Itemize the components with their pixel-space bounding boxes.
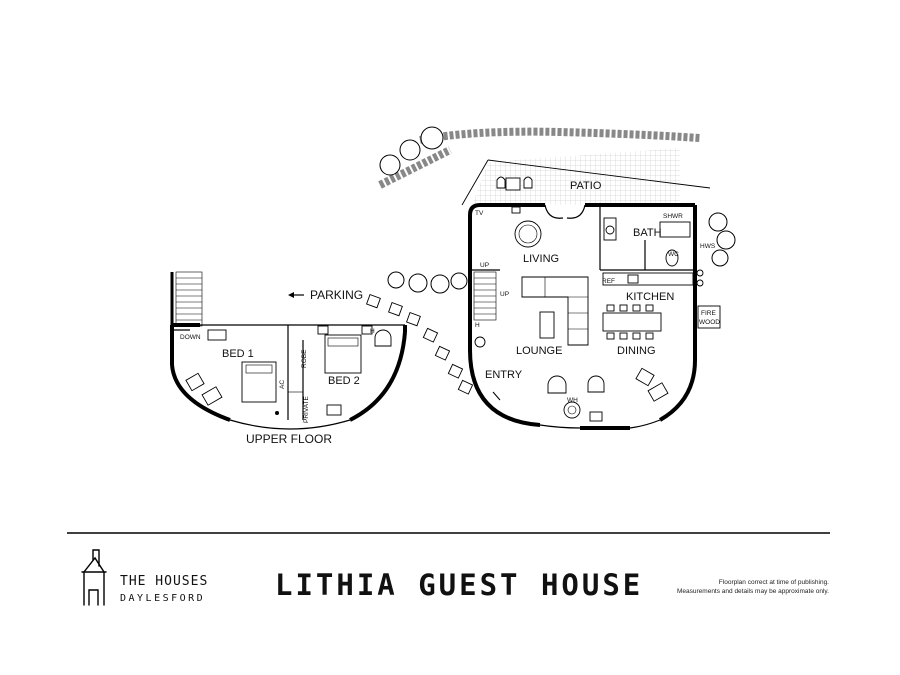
shwr-label: SHWR <box>663 213 683 220</box>
kitchen-fixtures <box>602 269 721 329</box>
tv-label: TV <box>475 210 484 217</box>
parking-label: PARKING <box>310 288 363 302</box>
brand-name: THE HOUSES <box>120 574 208 589</box>
h-label-upper: H <box>370 328 375 335</box>
lounge-label: LOUNGE <box>516 345 562 357</box>
dining-label: DINING <box>617 345 656 357</box>
living-furniture <box>473 206 617 348</box>
shrubs-top <box>379 126 736 267</box>
entry-furniture <box>492 367 669 422</box>
down-label: DOWN <box>180 334 201 341</box>
parking-arrow <box>288 292 304 298</box>
wood-label: WOOD <box>699 319 720 326</box>
patio-label: PATIO <box>570 180 602 192</box>
bed1-label: BED 1 <box>222 348 254 360</box>
disclaimer-line-1: Floorplan correct at time of publishing. <box>719 579 829 586</box>
wc-label: WC <box>668 251 679 258</box>
h-label-main: H <box>475 322 480 329</box>
wh-label: WH <box>567 397 578 404</box>
living-label: LIVING <box>523 253 559 265</box>
up-label-1: UP <box>480 262 489 269</box>
dining-table <box>602 304 662 340</box>
up-label-2: UP <box>500 291 509 298</box>
brand-logo-icon <box>81 549 107 606</box>
page-title: LITHIA GUEST HOUSE <box>275 568 643 602</box>
fire-label: FIRE <box>701 310 716 317</box>
upper-floor-walls <box>170 323 407 430</box>
bath-label: BATH <box>633 227 662 239</box>
disclaimer-line-2: Measurements and details may be approxim… <box>677 588 829 595</box>
brand-location: DAYLESFORD <box>120 593 205 604</box>
robe-label: ROBE <box>301 349 308 368</box>
bath-fixtures <box>605 221 691 267</box>
private-label: PRIVATE <box>303 395 310 423</box>
upper-stairs <box>170 271 203 327</box>
shrubs-side <box>387 271 468 294</box>
ac-label: AC <box>279 380 286 389</box>
ref-label: REF <box>602 278 615 285</box>
upper-floor-label: UPPER FLOOR <box>246 432 332 446</box>
hws-label: HWS <box>700 243 716 250</box>
patio: PATIO <box>461 148 711 206</box>
bed2-label: BED 2 <box>328 375 360 387</box>
entry-label: ENTRY <box>485 369 523 381</box>
kitchen-label: KITCHEN <box>626 291 674 303</box>
rock-wall <box>378 127 701 189</box>
main-house-walls <box>468 203 697 430</box>
upper-furniture <box>185 325 392 416</box>
stepping-stones <box>366 294 474 395</box>
